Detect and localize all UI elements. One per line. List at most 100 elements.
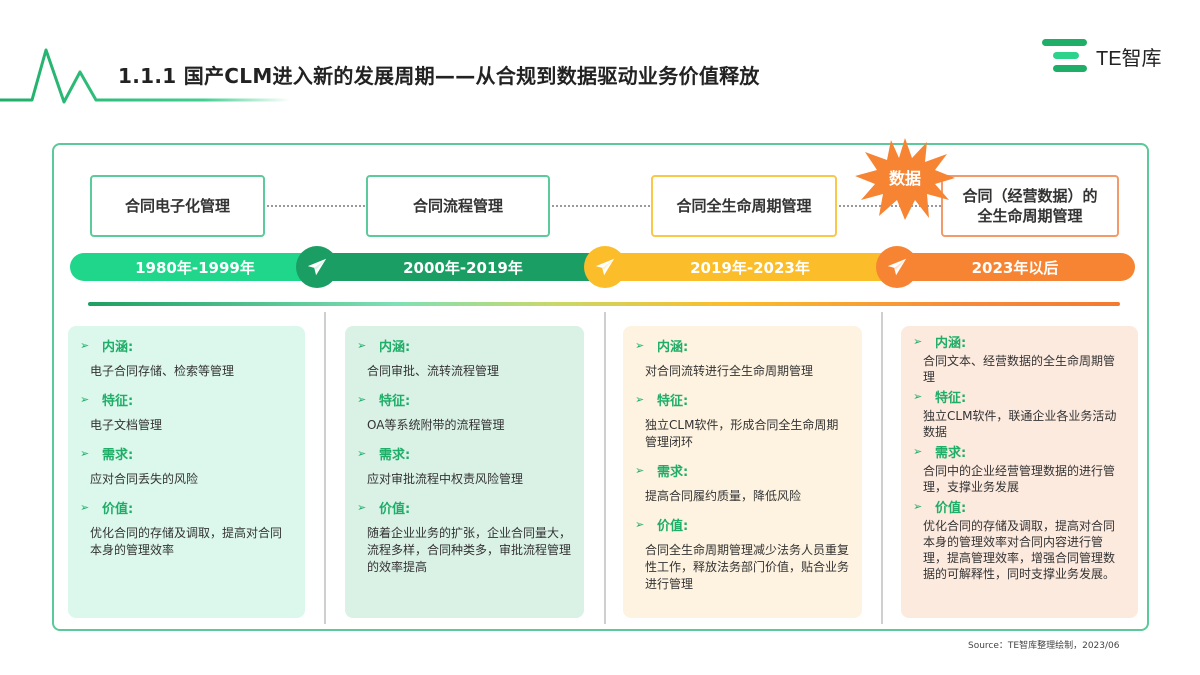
heartbeat-line-icon [0, 48, 290, 104]
timeline-period-1: 1980年-1999年 [70, 253, 320, 281]
arrow-right-icon: ➢ [80, 393, 90, 406]
starburst-icon [855, 138, 955, 220]
section-label: 特征: [379, 394, 411, 409]
burst-label: 数据 [888, 169, 921, 188]
arrow-right-icon: ➢ [913, 390, 923, 403]
section-feature: ➢ 特征: [357, 390, 572, 409]
stage-box-1: 合同电子化管理 [90, 175, 265, 237]
arrow-right-icon: ➢ [635, 339, 645, 352]
value-text: 随着企业业务的扩张，企业合同量大，流程多样，合同种类多，审批流程管理的效率提高 [367, 526, 572, 574]
logo-mark-icon [1040, 38, 1088, 74]
section-connotation: ➢ 内涵: [80, 336, 293, 355]
section-label: 特征: [657, 394, 689, 409]
demand-text: 提高合同履约质量，降低风险 [645, 489, 802, 503]
feature-text: 电子文档管理 [90, 418, 163, 432]
period-label: 2019年-2023年 [690, 258, 810, 277]
section-connotation: ➢ 内涵: [635, 336, 850, 355]
stage-box-3: 合同全生命周期管理 [651, 175, 837, 237]
stage-box-2: 合同流程管理 [366, 175, 550, 237]
diagram-frame [52, 143, 1149, 631]
section-label: 内涵: [102, 340, 134, 355]
logo: TE智库 [1040, 38, 1162, 74]
section-label: 需求: [102, 448, 134, 463]
arrow-right-icon: ➢ [80, 501, 90, 514]
source-note: Source：TE智库整理绘制，2023/06 [968, 641, 1120, 651]
period-label: 2023年以后 [971, 258, 1059, 277]
section-label: 需求: [657, 465, 689, 480]
stage-card-4: ➢ 内涵: 合同文本、经营数据的全生命周期管理 ➢ 特征: 独立CLM软件，联通企业… [901, 326, 1138, 618]
connector-line [267, 205, 365, 207]
section-label: 内涵: [657, 340, 689, 355]
section-feature: ➢ 特征: [80, 390, 293, 409]
arrow-right-icon: ➢ [635, 393, 645, 406]
section-demand: ➢ 需求: [357, 444, 572, 463]
arrow-right-icon: ➢ [913, 335, 923, 348]
period-label: 1980年-1999年 [135, 258, 255, 277]
section-label: 特征: [935, 391, 967, 406]
demand-text: 应对审批流程中权责风险管理 [367, 472, 524, 486]
section-label: 内涵: [379, 340, 411, 355]
value-text: 合同全生命周期管理减少法务人员重复性工作，释放法务部门价值，贴合业务进行管理 [645, 543, 850, 591]
arrow-right-icon: ➢ [635, 518, 645, 531]
demand-text: 合同中的企业经营管理数据的进行管理，支撑业务发展 [923, 464, 1116, 494]
stage-card-3: ➢ 内涵: 对合同流转进行全生命周期管理 ➢ 特征: 独立CLM软件，形成合同全生命… [623, 326, 862, 618]
arrow-right-icon: ➢ [913, 445, 923, 458]
connotation-text: 电子合同存储、检索等管理 [90, 364, 235, 378]
column-separator [324, 312, 326, 624]
section-label: 内涵: [935, 336, 967, 351]
section-demand: ➢ 需求: [635, 461, 850, 480]
stage-name: 合同流程管理 [412, 196, 503, 215]
connotation-text: 合同文本、经营数据的全生命周期管理 [923, 354, 1116, 384]
stage-box-4: 合同（经营数据）的 全生命周期管理 [941, 175, 1119, 237]
section-value: ➢价值: [80, 498, 293, 517]
arrow-right-icon: ➢ [80, 339, 90, 352]
section-demand: ➢ 需求: [80, 444, 293, 463]
arrow-right-icon: ➢ [357, 501, 367, 514]
timeline-period-4: 2023年以后 [895, 253, 1135, 281]
timeline-node-2 [296, 246, 338, 288]
stage-name-line2: 全生命周期管理 [977, 207, 1083, 225]
timeline-node-3 [584, 246, 626, 288]
value-text: 优化合同的存储及调取，提高对合同本身的管理效率 [90, 526, 283, 557]
gradient-divider [88, 302, 1120, 306]
arrow-right-icon: ➢ [357, 339, 367, 352]
column-separator [881, 312, 883, 624]
section-demand: ➢ 需求: [913, 442, 1126, 461]
section-feature: ➢ 特征: [635, 390, 850, 409]
section-label: 需求: [935, 446, 967, 461]
paper-plane-icon [595, 258, 615, 276]
period-label: 2000年-2019年 [403, 258, 523, 277]
stage-card-1: ➢内涵: 电子合同存储、检索等管理 ➢特征: 电子文档管理 ➢需求: 应对合同丢… [68, 326, 305, 618]
timeline-period-3: 2019年-2023年 [600, 253, 900, 281]
arrow-right-icon: ➢ [635, 464, 645, 477]
section-value: ➢ 价值: [913, 497, 1126, 516]
connotation-text: 合同审批、流转流程管理 [367, 364, 500, 378]
section-label: 价值: [935, 501, 967, 516]
arrow-right-icon: ➢ [357, 393, 367, 406]
logo-text: TE智库 [1096, 47, 1162, 70]
connotation-text: 对合同流转进行全生命周期管理 [645, 364, 814, 378]
timeline-node-4 [876, 246, 918, 288]
stage-card-2: ➢内涵: 合同审批、流转流程管理 ➢特征: OA等系统附带的流程管理 ➢需求: … [345, 326, 584, 618]
section-connotation: ➢ 内涵: [357, 336, 572, 355]
feature-text: 独立CLM软件，联通企业各业务活动数据 [923, 409, 1117, 439]
section-label: 需求: [379, 448, 411, 463]
paper-plane-icon [307, 258, 327, 276]
page-title: 1.1.1 国产CLM进入新的发展周期——从合规到数据驱动业务价值释放 [118, 64, 760, 88]
column-separator [604, 312, 606, 624]
value-text: 优化合同的存储及调取，提高对合同本身的管理效率对合同内容进行管理，提高管理效率，… [923, 519, 1116, 581]
arrow-right-icon: ➢ [913, 500, 923, 513]
paper-plane-icon [887, 258, 907, 276]
stage-name: 合同电子化管理 [124, 196, 230, 215]
section-label: 特征: [102, 394, 134, 409]
stage-name-line1: 合同（经营数据）的 [962, 186, 1098, 205]
arrow-right-icon: ➢ [357, 447, 367, 460]
stage-name: 合同全生命周期管理 [676, 196, 812, 215]
feature-text: OA等系统附带的流程管理 [367, 418, 505, 432]
feature-text: 独立CLM软件，形成合同全生命周期管理闭环 [645, 418, 839, 449]
timeline-period-2: 2000年-2019年 [318, 253, 608, 281]
section-value: ➢价值: [357, 498, 572, 517]
section-connotation: ➢ 内涵: [913, 332, 1126, 351]
connector-line [552, 205, 650, 207]
arrow-right-icon: ➢ [80, 447, 90, 460]
